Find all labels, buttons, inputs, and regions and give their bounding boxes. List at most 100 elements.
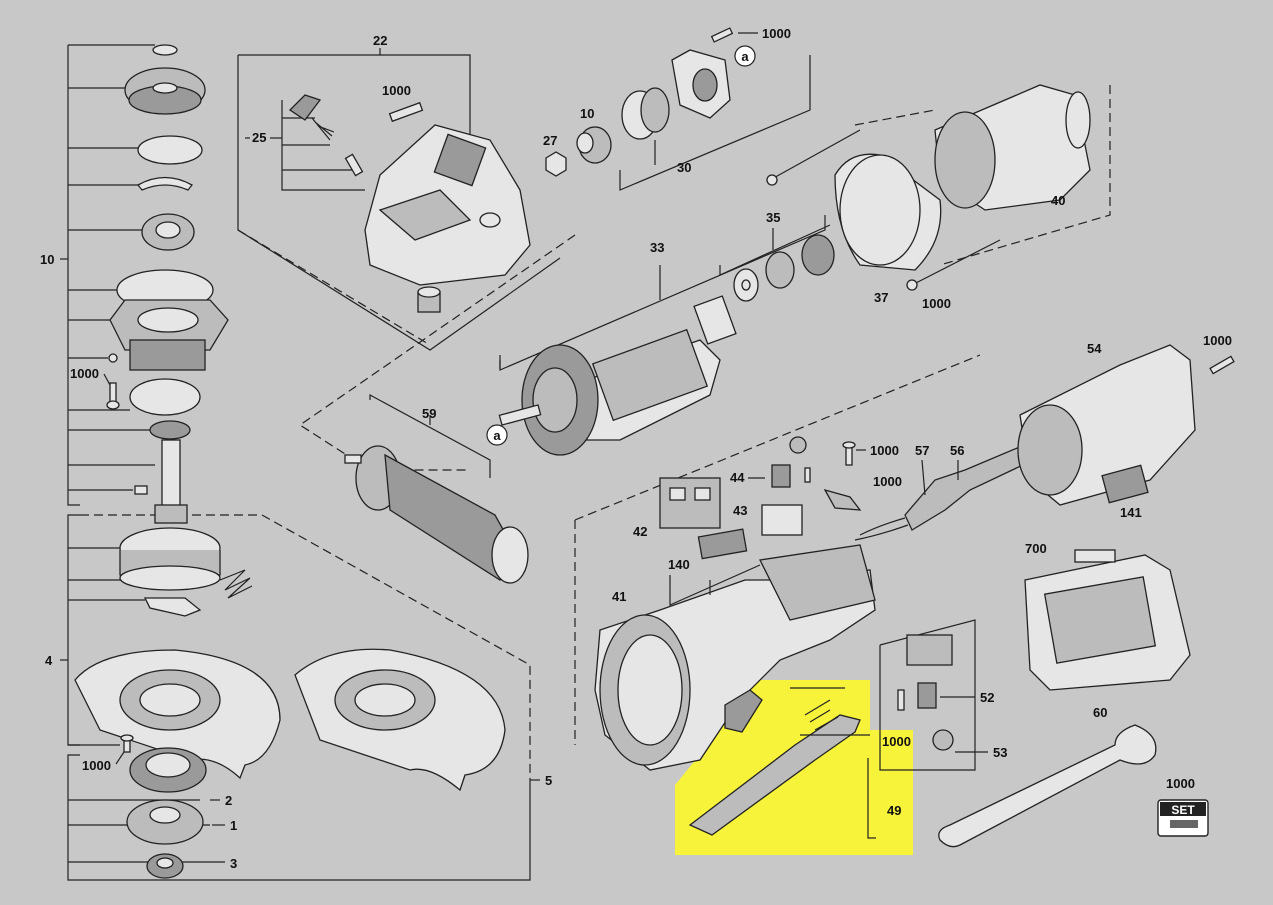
bracket-59 xyxy=(298,234,576,471)
callout-1000-rear: 1000 xyxy=(1203,333,1232,348)
callout-1000-plate: 1000 xyxy=(762,26,791,41)
spanner-60 xyxy=(938,724,1157,848)
carry-case-700 xyxy=(1024,549,1191,691)
spring-53 xyxy=(932,729,954,751)
bearing-plate-a xyxy=(671,49,731,119)
bracket-22 xyxy=(237,55,561,351)
marker-a-armature: a xyxy=(493,428,501,443)
screw-1000-left xyxy=(106,382,120,410)
nut-27 xyxy=(545,151,567,177)
bracket-49 xyxy=(790,687,870,736)
bracket-52-53 xyxy=(879,619,976,771)
callout-53: 53 xyxy=(993,745,1007,760)
callout-1: 1 xyxy=(230,818,237,833)
retaining-ring xyxy=(137,135,203,165)
circlip-top xyxy=(152,44,178,56)
callout-49: 49 xyxy=(887,803,901,818)
lock-lever xyxy=(143,597,202,617)
callout-1000-gearhead: 1000 xyxy=(382,83,411,98)
motor-housing-41 xyxy=(594,544,876,771)
flange-1 xyxy=(126,799,204,845)
callout-1000-fan: 1000 xyxy=(922,296,951,311)
capacitor-43 xyxy=(697,528,748,560)
wheel-guard-4 xyxy=(74,649,281,780)
callout-56: 56 xyxy=(950,443,964,458)
o-ring xyxy=(129,378,201,416)
bracket-40 xyxy=(854,85,1111,266)
screw-1000-guard xyxy=(120,734,134,753)
callout-27: 27 xyxy=(543,133,557,148)
lock-button-25 xyxy=(288,94,364,177)
stator-40 xyxy=(934,84,1091,211)
motor-housing-outline xyxy=(574,354,981,745)
long-screw-top xyxy=(766,129,861,186)
callout-5: 5 xyxy=(545,773,552,788)
seal-ring xyxy=(149,420,191,440)
callout-700: 700 xyxy=(1025,541,1047,556)
callout-42: 42 xyxy=(633,524,647,539)
callout-54: 54 xyxy=(1087,341,1102,356)
spring-washer xyxy=(137,176,193,191)
bevel-gear xyxy=(124,67,206,115)
side-handle-59 xyxy=(344,445,529,584)
callout-10-bearing: 10 xyxy=(580,106,594,121)
callout-1000-switch: 1000 xyxy=(870,443,899,458)
bearing-cover-30 xyxy=(621,87,670,140)
fan-baffle-37 xyxy=(834,153,942,271)
needle-bearing xyxy=(417,286,441,313)
callout-10-left: 10 xyxy=(40,252,54,267)
callout-25: 25 xyxy=(252,130,266,145)
nut-3 xyxy=(146,853,184,879)
cable-clamp xyxy=(823,488,862,511)
bearing-10 xyxy=(576,126,612,164)
callout-44: 44 xyxy=(730,470,745,485)
callout-labels: 22 25 10 4 5 2 1 3 27 10 30 33 35 37 40 … xyxy=(40,26,1232,871)
spindle xyxy=(154,439,188,524)
callout-140: 140 xyxy=(668,557,690,572)
callout-22: 22 xyxy=(373,33,387,48)
key-small xyxy=(134,485,148,495)
callout-3: 3 xyxy=(230,856,237,871)
brush-holder-42 xyxy=(659,477,721,529)
ball-bearing xyxy=(141,213,195,251)
rear-cover-54 xyxy=(1017,344,1196,506)
bracket-30 xyxy=(619,55,811,191)
callout-30: 30 xyxy=(677,160,691,175)
flange-2 xyxy=(129,747,207,793)
bracket-25 xyxy=(281,100,365,191)
bracket-59-top xyxy=(369,393,491,478)
set-screw-kit-icon: SET xyxy=(1157,799,1209,837)
callout-37: 37 xyxy=(874,290,888,305)
callout-40: 40 xyxy=(1051,193,1065,208)
callout-141: 141 xyxy=(1120,505,1142,520)
marker-a-top: a xyxy=(741,49,749,64)
screw-1000-plate xyxy=(710,27,734,43)
callout-1000-set: 1000 xyxy=(1166,776,1195,791)
reference-marker-a: a xyxy=(486,424,508,446)
callout-1000-left: 1000 xyxy=(70,366,99,381)
callout-43: 43 xyxy=(733,503,747,518)
bracket-group-10 xyxy=(60,44,155,506)
callout-4: 4 xyxy=(45,653,53,668)
callout-52: 52 xyxy=(980,690,994,705)
switch-actuator-49 xyxy=(688,689,861,836)
switch-44 xyxy=(761,464,803,536)
callout-60: 60 xyxy=(1093,705,1107,720)
bracket-140 xyxy=(669,564,761,606)
wheel-guard-5 xyxy=(294,648,506,792)
callout-33: 33 xyxy=(650,240,664,255)
screw-switch-small xyxy=(804,467,811,483)
callout-1000-brush: 1000 xyxy=(882,734,911,749)
callout-1000-guard: 1000 xyxy=(82,758,111,773)
set-badge-label: SET xyxy=(1171,803,1195,817)
long-screw-bottom xyxy=(906,239,1001,291)
callout-1000-clamp: 1000 xyxy=(873,474,902,489)
screw-1000-gearhead xyxy=(388,101,424,123)
screw-1000-switch xyxy=(842,441,856,466)
callout-2: 2 xyxy=(225,793,232,808)
callout-57: 57 xyxy=(915,443,929,458)
small-nut-left xyxy=(108,353,118,363)
bracket-group-4 xyxy=(60,514,145,746)
